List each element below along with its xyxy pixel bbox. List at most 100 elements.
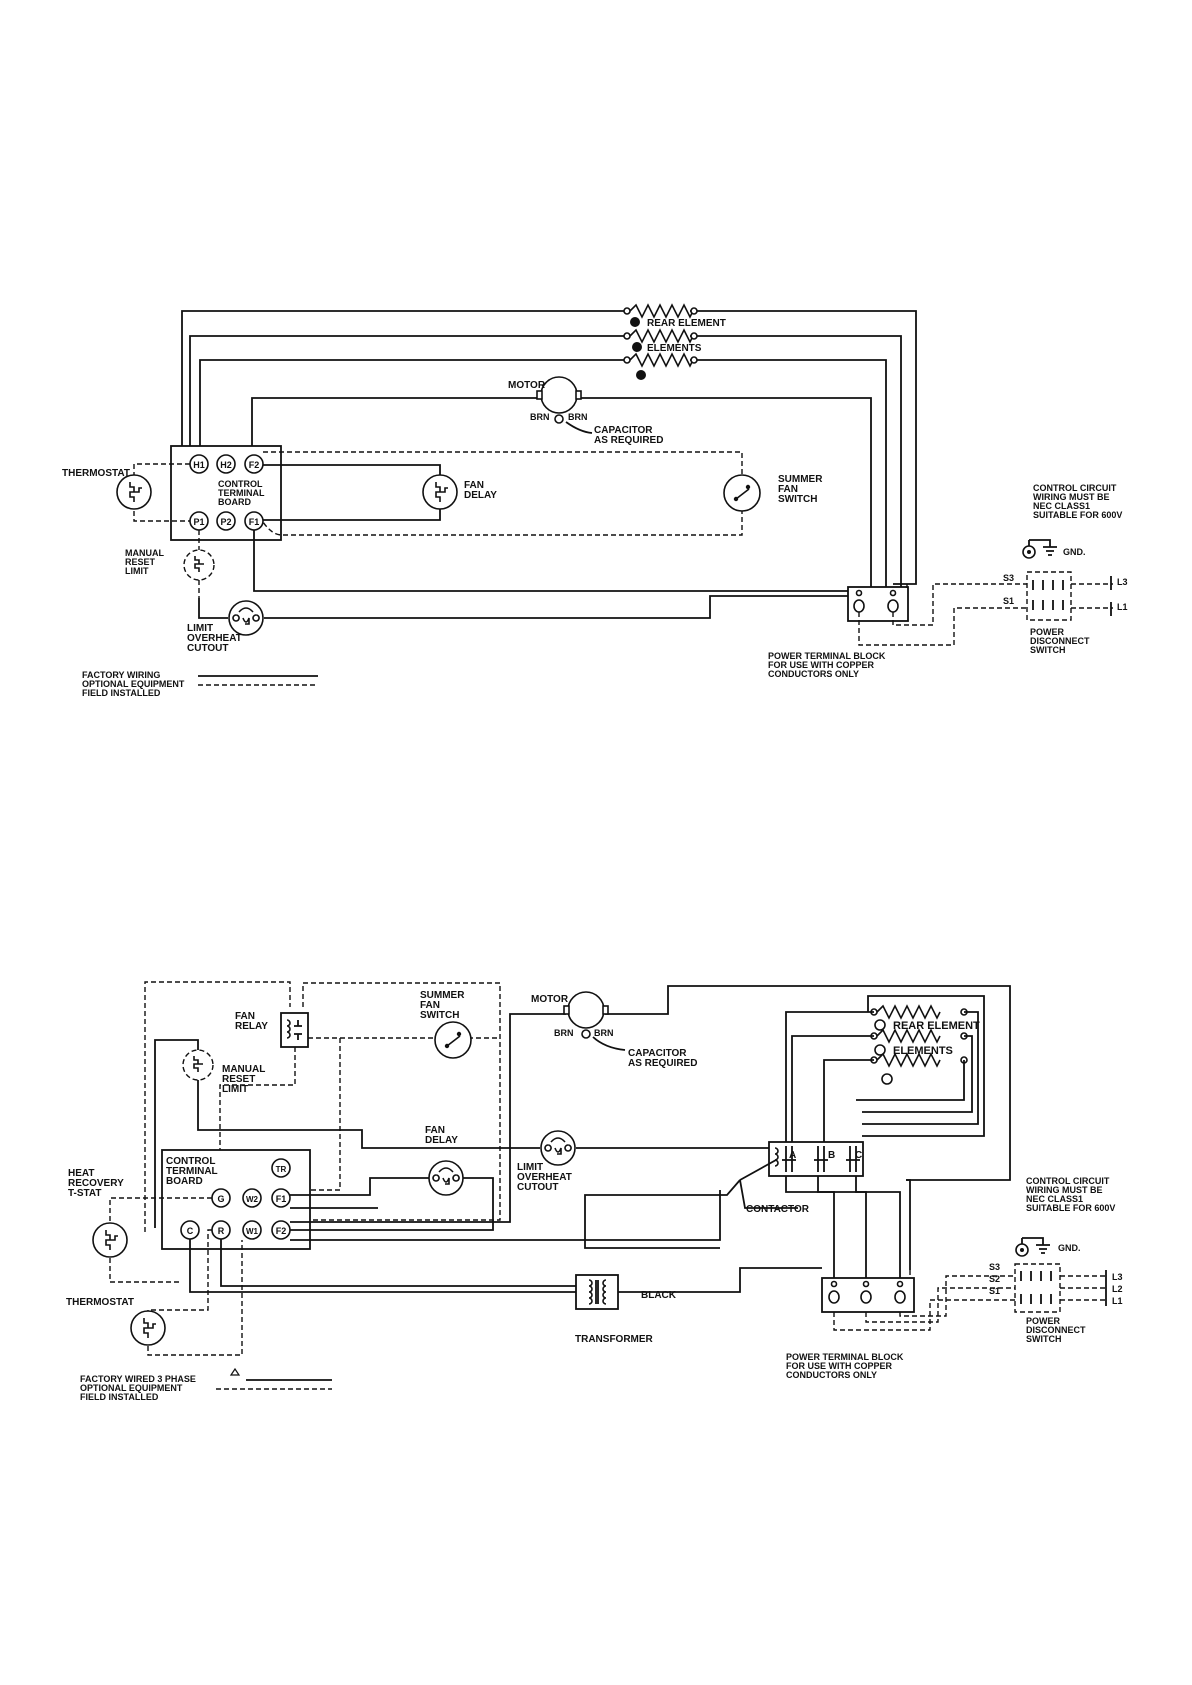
motor-label: MOTOR xyxy=(508,380,546,391)
power-disconnect-switch xyxy=(1014,1263,1061,1313)
control-circuit-label-3: NEC CLASS1 xyxy=(1026,1194,1083,1204)
manual-reset-label-3: LIMIT xyxy=(125,566,149,576)
terminal-w1: W1 xyxy=(246,1227,259,1236)
limit-overheat-cutout xyxy=(228,600,264,636)
manual-reset-label: MANUAL xyxy=(222,1064,265,1075)
elements-label: ELEMENTS xyxy=(647,343,702,354)
capacitor-label-2: AS REQUIRED xyxy=(594,435,663,446)
summer-fan-switch-label-2: FAN xyxy=(778,484,798,495)
manual-reset-limit xyxy=(183,549,215,581)
limit-label: LIMIT xyxy=(517,1162,543,1173)
limit-label-3: CUTOUT xyxy=(517,1182,558,1193)
summer-fan-switch-label-3: SWITCH xyxy=(778,494,817,505)
terminal-g: G xyxy=(217,1194,224,1204)
terminal-h2: H2 xyxy=(220,460,232,470)
heat-recovery-label-3: T-STAT xyxy=(68,1188,102,1199)
number-1-badge xyxy=(636,370,646,380)
pds-label-3: SWITCH xyxy=(1030,645,1066,655)
ground-icon xyxy=(1022,539,1057,559)
brn-label-right: BRN xyxy=(594,1028,614,1038)
number-1-badge xyxy=(881,1073,893,1085)
ctb-label-3: BOARD xyxy=(218,497,251,507)
capacitor-icon xyxy=(554,414,564,424)
manual-reset-limit xyxy=(182,1049,214,1081)
contactor-c: C xyxy=(855,1150,862,1161)
l3-label: L3 xyxy=(1112,1272,1123,1282)
l1-label: L1 xyxy=(1112,1296,1123,1306)
fan-delay xyxy=(428,1160,464,1196)
terminal-f1: F1 xyxy=(276,1194,287,1204)
terminal-f2: F2 xyxy=(276,1226,287,1236)
fan-delay xyxy=(422,474,458,510)
terminal-w2: W2 xyxy=(246,1195,259,1204)
fan-delay-label: FAN xyxy=(425,1125,445,1136)
fan-delay-label: FAN xyxy=(464,480,484,491)
limit-label-2: OVERHEAT xyxy=(517,1172,572,1183)
limit-label: LIMIT xyxy=(187,623,213,634)
terminal-c: C xyxy=(187,1226,194,1236)
diagram-2: FAN RELAY SUMMER FAN SWITCH MANUAL RESET… xyxy=(66,981,1123,1402)
gnd-label: GND. xyxy=(1058,1243,1081,1253)
number-2-badge xyxy=(632,342,642,352)
pds-label-2: DISCONNECT xyxy=(1030,636,1090,646)
ctb-label-1: CONTROL xyxy=(166,1156,215,1167)
manual-reset-label-3: LIMIT xyxy=(222,1084,248,1095)
rear-element: REAR ELEMENT xyxy=(623,304,726,329)
fan-relay-label: FAN xyxy=(235,1011,255,1022)
ctb-label-2: TERMINAL xyxy=(218,488,265,498)
thermostat xyxy=(116,474,152,510)
s1-label: S1 xyxy=(1003,596,1014,606)
terminal-r: R xyxy=(218,1226,225,1236)
contactor xyxy=(768,1141,864,1177)
triangle-icon xyxy=(229,1367,241,1376)
capacitor-label-2: AS REQUIRED xyxy=(628,1058,697,1069)
pds-label-3: SWITCH xyxy=(1026,1334,1062,1344)
ptb-label-3: CONDUCTORS ONLY xyxy=(768,669,859,679)
gnd-label: GND. xyxy=(1063,547,1086,557)
element-1 xyxy=(623,353,698,380)
motor-label: MOTOR xyxy=(531,994,569,1005)
motor: MOTOR BRN BRN CAPACITOR AS REQUIRED xyxy=(531,991,697,1069)
legend-optional: OPTIONAL EQUIPMENT xyxy=(82,679,185,689)
capacitor-label: CAPACITOR xyxy=(594,425,653,436)
elements: ELEMENTS xyxy=(623,329,702,354)
motor-icon xyxy=(567,991,605,1029)
legend-field: FIELD INSTALLED xyxy=(82,688,161,698)
motor-icon xyxy=(540,376,578,414)
manual-reset-label-2: RESET xyxy=(222,1074,255,1085)
capacitor-icon xyxy=(581,1029,591,1039)
summer-fan-switch xyxy=(723,474,761,512)
limit-overheat-cutout xyxy=(540,1130,576,1166)
legend-field: FIELD INSTALLED xyxy=(80,1392,159,1402)
limit-label-3: CUTOUT xyxy=(187,643,228,654)
motor: MOTOR BRN BRN CAPACITOR AS REQUIRED xyxy=(508,376,663,446)
transformer xyxy=(575,1274,619,1310)
element-1 xyxy=(870,1053,968,1085)
ptb-label-2: FOR USE WITH COPPER xyxy=(768,660,875,670)
control-circuit-label: CONTROL CIRCUIT xyxy=(1033,483,1117,493)
rear-element-label: REAR ELEMENT xyxy=(647,318,726,329)
fan-delay-label-2: DELAY xyxy=(464,490,497,501)
control-circuit-label: CONTROL CIRCUIT xyxy=(1026,1176,1110,1186)
ground-icon xyxy=(1015,1237,1050,1257)
control-circuit-label-4: SUITABLE FOR 600V xyxy=(1033,510,1122,520)
fan-delay-label-2: DELAY xyxy=(425,1135,458,1146)
l1-label: L1 xyxy=(1117,602,1128,612)
legend-factory: FACTORY WIRING xyxy=(82,670,160,680)
control-circuit-label-4: SUITABLE FOR 600V xyxy=(1026,1203,1115,1213)
thermostat xyxy=(130,1310,166,1346)
ptb-label-1: POWER TERMINAL BLOCK xyxy=(768,651,886,661)
power-disconnect-switch xyxy=(1026,571,1072,621)
ctb-label-1: CONTROL xyxy=(218,479,263,489)
terminal-h1: H1 xyxy=(193,460,205,470)
brn-label-left: BRN xyxy=(554,1028,574,1038)
summer-fan-switch-label-3: SWITCH xyxy=(420,1010,459,1021)
s3-label: S3 xyxy=(1003,573,1014,583)
pds-label-2: DISCONNECT xyxy=(1026,1325,1086,1335)
summer-fan-switch xyxy=(434,1021,472,1059)
heat-recovery-label: HEAT xyxy=(68,1168,94,1179)
l2-label: L2 xyxy=(1112,1284,1123,1294)
fan-relay-label-2: RELAY xyxy=(235,1021,268,1032)
contactor-b: B xyxy=(828,1150,835,1161)
